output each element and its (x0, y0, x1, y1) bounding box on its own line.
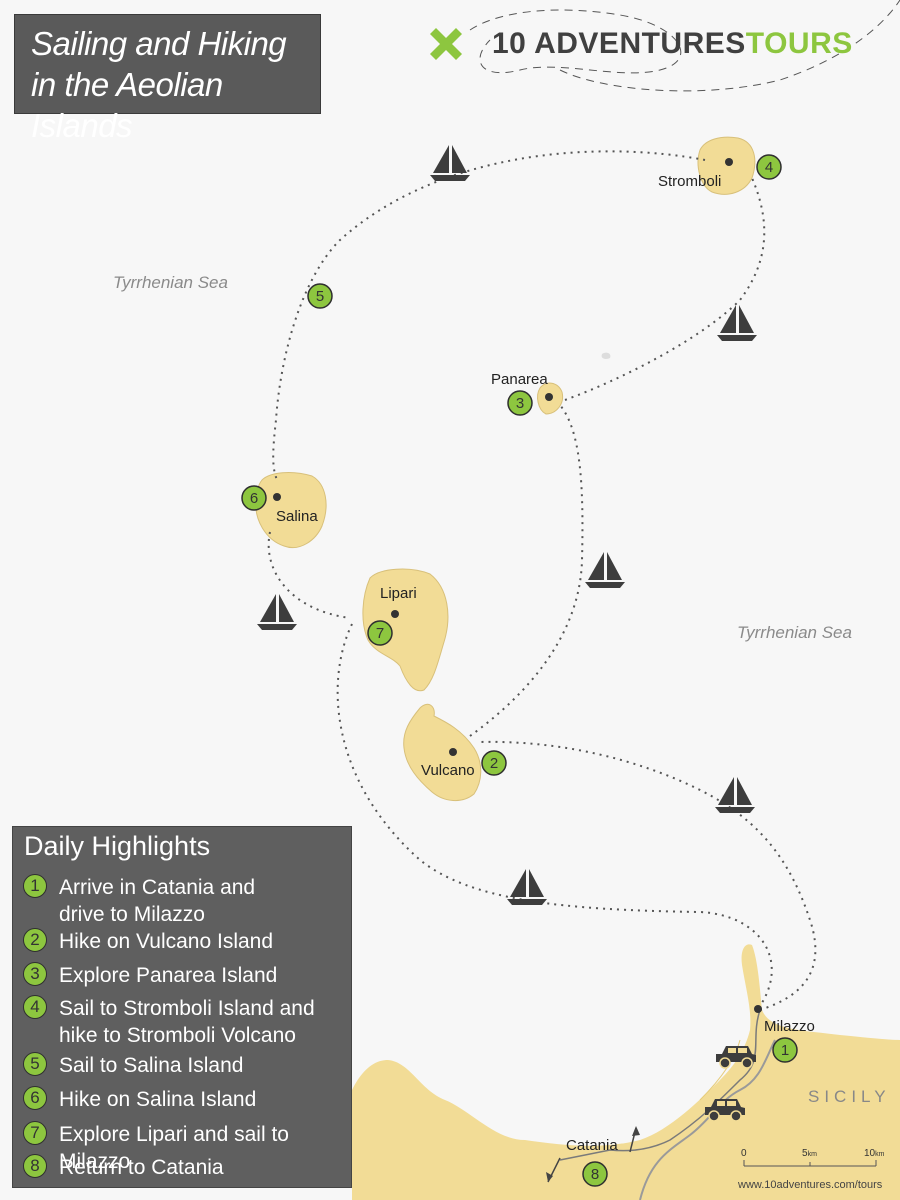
url-text: www.10adventures.com/tours (737, 1179, 883, 1191)
label-vulcano: Vulcano (421, 762, 475, 779)
label-lipari: Lipari (380, 585, 417, 602)
legend-badge: 6 (23, 1086, 47, 1110)
svg-text:4: 4 (765, 159, 773, 176)
milazzo-coast (699, 1039, 741, 1101)
route-line (267, 150, 817, 1011)
basiluzzo-islet (601, 352, 611, 359)
svg-text:6: 6 (250, 490, 258, 507)
label-catania: Catania (566, 1137, 618, 1154)
label-panarea: Panarea (491, 371, 548, 388)
legend-item-3: 3 Explore Panarea Island (23, 962, 277, 989)
legend-badge: 3 (23, 962, 47, 986)
marker-4: 4 (756, 154, 782, 180)
brand-suffix: TOURS (745, 27, 853, 60)
svg-text:0: 0 (741, 1148, 747, 1159)
svg-text:5km: 5km (802, 1148, 817, 1159)
sea-label-west: Tyrrhenian Sea (113, 273, 228, 292)
map-title-line-2: in the Aeolian Islands (31, 66, 223, 144)
legend-badge: 2 (23, 928, 47, 952)
svg-text:7: 7 (376, 625, 384, 642)
legend-badge: 8 (23, 1154, 47, 1178)
legend-item-5: 5 Sail to Salina Island (23, 1052, 243, 1079)
legend-item-8: 8 Return to Catania (23, 1154, 224, 1181)
map-title-box: Sailing and Hiking in the Aeolian Island… (14, 14, 321, 144)
legend-item-6: 6 Hike on Salina Island (23, 1086, 256, 1113)
legend-badge: 4 (23, 995, 47, 1019)
brand-name: 10 ADVENTURES (492, 27, 746, 60)
x-logo-icon (430, 28, 462, 60)
legend-item-2: 2 Hike on Vulcano Island (23, 928, 273, 955)
marker-7: 7 (367, 620, 393, 646)
legend-item-7: 7 Explore Lipari and sail to Milazzo (23, 1121, 351, 1175)
lipari-island (362, 568, 449, 692)
label-milazzo: Milazzo (764, 1018, 815, 1035)
marker-3: 3 (507, 390, 533, 416)
scale-bar: 0 5km 10km (741, 1148, 885, 1167)
map-title-line-1: Sailing and Hiking (31, 25, 287, 62)
legend-badge: 7 (23, 1121, 47, 1145)
sicily-land (352, 944, 900, 1200)
daily-highlights-legend: Daily Highlights 1 Arrive in Catania and… (12, 826, 352, 1188)
svg-text:2: 2 (490, 755, 498, 772)
marker-2: 2 (481, 750, 507, 776)
stromboli-island (697, 136, 756, 195)
label-stromboli: Stromboli (658, 173, 721, 190)
brand-decoration (469, 0, 900, 92)
svg-text:5: 5 (316, 288, 324, 305)
legend-title: Daily Highlights (24, 831, 211, 861)
svg-text:10km: 10km (864, 1148, 885, 1159)
legend-badge: 1 (23, 874, 47, 898)
svg-text:8: 8 (591, 1166, 599, 1183)
marker-6: 6 (241, 485, 267, 511)
marker-1: 1 (772, 1037, 798, 1063)
marker-8: 8 (582, 1161, 608, 1187)
legend-badge: 5 (23, 1052, 47, 1076)
label-salina: Salina (276, 508, 318, 525)
svg-text:3: 3 (516, 395, 524, 412)
marker-5: 5 (307, 283, 333, 309)
sea-label-east: Tyrrhenian Sea (737, 623, 852, 642)
region-label: SICILY (808, 1087, 891, 1106)
vulcano-island (403, 703, 482, 801)
svg-text:1: 1 (781, 1042, 789, 1059)
